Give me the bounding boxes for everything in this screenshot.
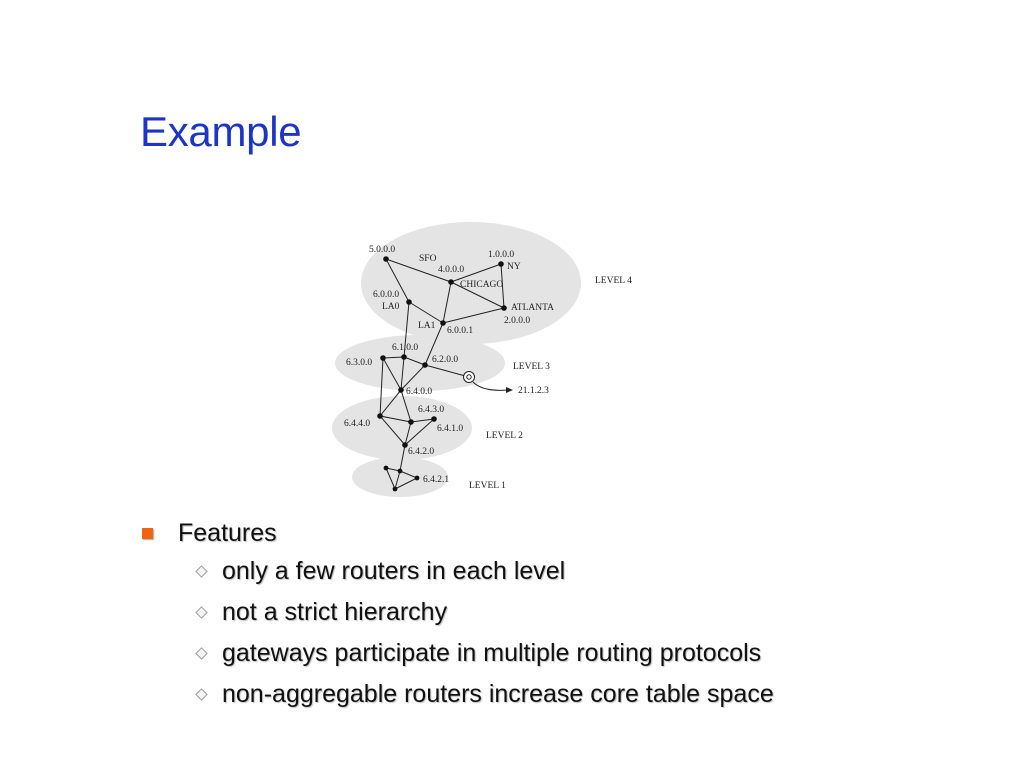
router-6-4-4-0 (377, 413, 383, 419)
square-bullet-icon (142, 528, 153, 539)
diamond-bullet-icon (195, 565, 208, 578)
label-la0: LA0 (382, 302, 400, 312)
level-2-label: LEVEL 2 (486, 431, 523, 441)
label-6-4-3-0: 6.4.3.0 (418, 405, 444, 415)
label-chicago: CHICAGO (460, 280, 503, 290)
label-chicago-addr: 4.0.0.0 (438, 265, 464, 275)
slide-title: Example (140, 108, 302, 155)
router-chicago (448, 279, 454, 285)
feature-item: gateways participate in multiple routing… (140, 633, 774, 674)
label-la0-addr: 6.0.0.0 (373, 290, 399, 300)
router-l1-c (392, 486, 398, 492)
label-6-4-4-0: 6.4.4.0 (344, 419, 370, 429)
feature-item: not a strict hierarchy (140, 592, 774, 633)
router-6-2-0-0 (422, 362, 428, 368)
router-l1-a (383, 465, 389, 471)
diamond-bullet-icon (195, 647, 208, 660)
router-6-4-1-0 (431, 416, 437, 422)
label-6-4-2-0: 6.4.2.0 (408, 447, 434, 457)
level-regions (332, 222, 581, 497)
label-6-4-1-0: 6.4.1.0 (437, 424, 463, 434)
router-6-4-2-1 (414, 475, 420, 481)
label-la1: LA1 (418, 321, 436, 331)
level-3-label: LEVEL 3 (513, 362, 550, 372)
router-6-4-3-0 (408, 419, 414, 425)
router-6-4-0-0 (398, 387, 404, 393)
label-la1-addr: 6.0.0.1 (447, 326, 473, 336)
level-labels: LEVEL 4 LEVEL 3 LEVEL 2 LEVEL 1 (469, 276, 632, 491)
label-6-4-0-0: 6.4.0.0 (406, 387, 432, 397)
level-1-label: LEVEL 1 (469, 481, 506, 491)
feature-text: gateways participate in multiple routing… (222, 639, 762, 667)
routing-hierarchy-svg: 5.0.0.0 SFO 1.0.0.0 NY 4.0.0.0 CHICAGO 6… (332, 222, 632, 497)
level-2-region (332, 396, 472, 460)
features-list: Features only a few routers in each leve… (140, 515, 774, 715)
label-6-4-2-1: 6.4.2.1 (423, 475, 449, 485)
label-6-3-0-0: 6.3.0.0 (346, 358, 372, 368)
router-atlanta (501, 305, 507, 311)
label-ny-addr: 1.0.0.0 (488, 250, 514, 260)
network-links (379, 258, 509, 490)
feature-text: only a few routers in each level (222, 557, 566, 585)
router-6-1-0-0 (401, 354, 407, 360)
router-nodes (377, 256, 507, 492)
router-l1-b (397, 468, 403, 474)
label-atlanta-addr: 2.0.0.0 (504, 316, 530, 326)
level-1-region (352, 457, 448, 497)
diamond-bullet-icon (195, 688, 208, 701)
feature-text: non-aggregable routers increase core tab… (222, 680, 774, 708)
features-heading-item: Features (140, 515, 774, 551)
feature-item: only a few routers in each level (140, 551, 774, 592)
label-external: 21.1.2.3 (518, 386, 549, 396)
features-heading: Features (178, 519, 277, 547)
label-6-2-0-0: 6.2.0.0 (432, 355, 458, 365)
label-atlanta: ATLANTA (511, 303, 554, 313)
router-6-4-2-0 (402, 442, 408, 448)
diamond-bullet-icon (195, 606, 208, 619)
label-sfo-addr: 5.0.0.0 (369, 245, 395, 255)
node-labels: 5.0.0.0 SFO 1.0.0.0 NY 4.0.0.0 CHICAGO 6… (344, 245, 554, 485)
feature-item: non-aggregable routers increase core tab… (140, 674, 774, 715)
router-la1 (440, 320, 446, 326)
feature-text: not a strict hierarchy (222, 598, 448, 626)
level-4-region (361, 222, 581, 344)
level-4-label: LEVEL 4 (595, 276, 632, 286)
router-la0 (406, 299, 412, 305)
label-sfo: SFO (419, 254, 437, 264)
external-arrowhead (506, 387, 513, 393)
router-ny (498, 261, 504, 267)
label-ny: NY (507, 262, 521, 272)
label-6-1-0-0: 6.1.0.0 (392, 343, 418, 353)
router-sfo (383, 256, 389, 262)
routing-hierarchy-diagram: 5.0.0.0 SFO 1.0.0.0 NY 4.0.0.0 CHICAGO 6… (320, 215, 660, 505)
router-6-3-0-0 (380, 355, 386, 361)
